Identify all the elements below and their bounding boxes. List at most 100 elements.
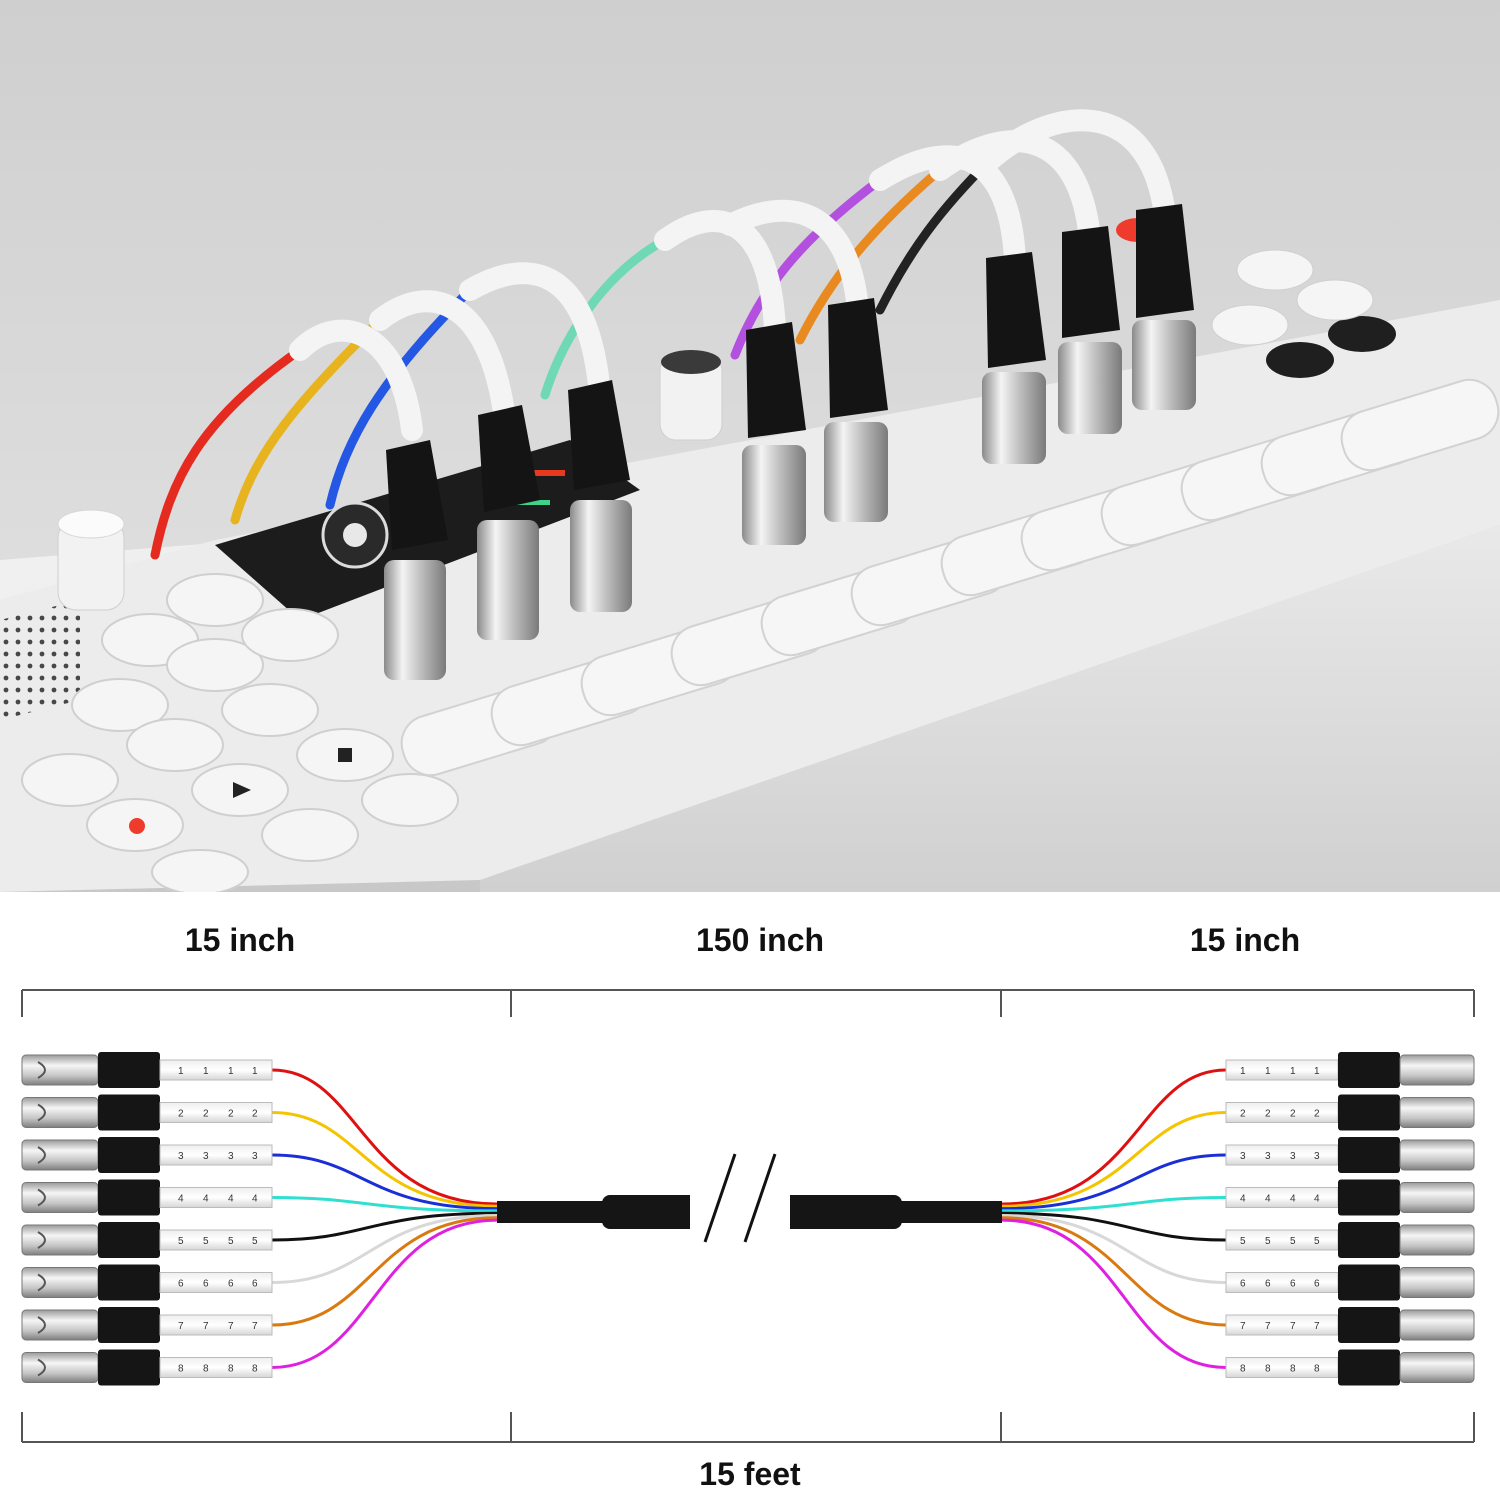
channel-number-label: 1 [178, 1066, 184, 1077]
channel-number-label: 4 [252, 1194, 258, 1205]
channel-number-label: 3 [252, 1151, 258, 1162]
channel-number-label: 6 [1290, 1279, 1296, 1290]
channel-number-label: 3 [1290, 1151, 1296, 1162]
product-photo [0, 0, 1500, 895]
channel-number-label: 5 [228, 1236, 234, 1247]
left-length-label: 15 inch [184, 922, 296, 958]
colored-cable-tails [150, 155, 995, 560]
channel-number-label: 1 [1314, 1066, 1320, 1077]
channel-number-label: 3 [1240, 1151, 1246, 1162]
left-wire-6 [271, 1214, 498, 1284]
channel-number-label: 5 [1240, 1236, 1246, 1247]
left-wire-7 [271, 1216, 498, 1327]
dimension-diagram: 15 inch 150 inch 15 inch 15 feet [0, 892, 1500, 1500]
channel-number-label: 7 [228, 1321, 234, 1332]
channel-number-label: 8 [178, 1364, 184, 1375]
right-wire-1 [1001, 1068, 1227, 1206]
channel-number-label: 4 [1290, 1194, 1296, 1205]
channel-number-label: 6 [228, 1279, 234, 1290]
channel-number-label: 8 [228, 1364, 234, 1375]
bottom-dimension-line [21, 1412, 1475, 1443]
channel-number-label: 3 [178, 1151, 184, 1162]
channel-number-label: 1 [1290, 1066, 1296, 1077]
left-fanout [271, 1068, 498, 1369]
key-pads [400, 378, 1500, 777]
channel-number-label: 4 [178, 1194, 184, 1205]
channel-number-label: 2 [1265, 1109, 1271, 1120]
channel-number-label: 7 [178, 1321, 184, 1332]
channel-number-label: 4 [228, 1194, 234, 1205]
channel-number-label: 8 [1265, 1364, 1271, 1375]
total-length-label: 15 feet [699, 1456, 801, 1492]
encoder-knob [659, 350, 723, 441]
channel-number-label: 1 [1265, 1066, 1271, 1077]
channel-number-label: 3 [203, 1151, 209, 1162]
channel-number-label: 8 [203, 1364, 209, 1375]
channel-number-label: 6 [203, 1279, 209, 1290]
main-trunk-cable [497, 1153, 1002, 1243]
channel-number-label: 5 [1290, 1236, 1296, 1247]
top-right-buttons [1116, 218, 1396, 378]
channel-number-label: 5 [1314, 1236, 1320, 1247]
right-xlr-connector-2: 2 2 2 2 [1225, 1094, 1475, 1131]
channel-number-label: 1 [1240, 1066, 1246, 1077]
right-xlr-connector-5: 5 5 5 5 [1225, 1222, 1475, 1258]
channel-number-label: 4 [1240, 1194, 1246, 1205]
right-wire-6 [1001, 1214, 1227, 1284]
left-wire-3 [271, 1153, 498, 1211]
channel-number-label: 7 [1240, 1321, 1246, 1332]
channel-number-label: 8 [1290, 1364, 1296, 1375]
channel-number-label: 3 [1265, 1151, 1271, 1162]
volume-knob [57, 509, 125, 611]
channel-number-label: 5 [1265, 1236, 1271, 1247]
channel-number-label: 8 [252, 1364, 258, 1375]
channel-number-label: 2 [252, 1109, 258, 1120]
left-wire-1 [271, 1068, 498, 1206]
right-wire-7 [1001, 1216, 1227, 1327]
function-buttons [21, 573, 459, 895]
channel-number-label: 2 [203, 1109, 209, 1120]
right-wire-5 [1001, 1211, 1227, 1242]
left-xlr-connector-7: 7 7 7 7 [21, 1307, 273, 1343]
channel-number-label: 6 [1314, 1279, 1320, 1290]
channel-number-label: 6 [178, 1279, 184, 1290]
channel-number-label: 6 [252, 1279, 258, 1290]
right-fanout [1001, 1068, 1227, 1369]
channel-number-label: 7 [1314, 1321, 1320, 1332]
left-wire-5 [271, 1211, 498, 1242]
channel-number-label: 3 [1314, 1151, 1320, 1162]
channel-number-label: 2 [1314, 1109, 1320, 1120]
channel-number-label: 2 [178, 1109, 184, 1120]
record-dot-icon [129, 818, 145, 834]
channel-number-label: 5 [203, 1236, 209, 1247]
right-wire-8 [1001, 1218, 1227, 1369]
channel-number-label: 8 [1240, 1364, 1246, 1375]
right-xlr-connector-8: 8 8 8 8 [1225, 1349, 1475, 1386]
channel-number-label: 6 [1240, 1279, 1246, 1290]
channel-number-label: 2 [1290, 1109, 1296, 1120]
channel-number-label: 7 [1265, 1321, 1271, 1332]
channel-number-label: 4 [1265, 1194, 1271, 1205]
right-length-label: 15 inch [1189, 922, 1301, 958]
channel-number-label: 2 [1240, 1109, 1246, 1120]
channel-number-label: 5 [252, 1236, 258, 1247]
channel-number-label: 7 [252, 1321, 258, 1332]
channel-number-label: 4 [203, 1194, 209, 1205]
left-xlr-connector-8: 8 8 8 8 [21, 1349, 273, 1386]
center-length-label: 150 inch [695, 922, 825, 958]
top-dimension-line [21, 989, 1475, 1017]
left-wire-8 [271, 1218, 498, 1369]
right-wire-2 [1001, 1111, 1227, 1208]
channel-number-label: 8 [1314, 1364, 1320, 1375]
white-cable-loops [289, 109, 1176, 441]
channel-number-label: 7 [203, 1321, 209, 1332]
left-wire-2 [271, 1111, 498, 1208]
